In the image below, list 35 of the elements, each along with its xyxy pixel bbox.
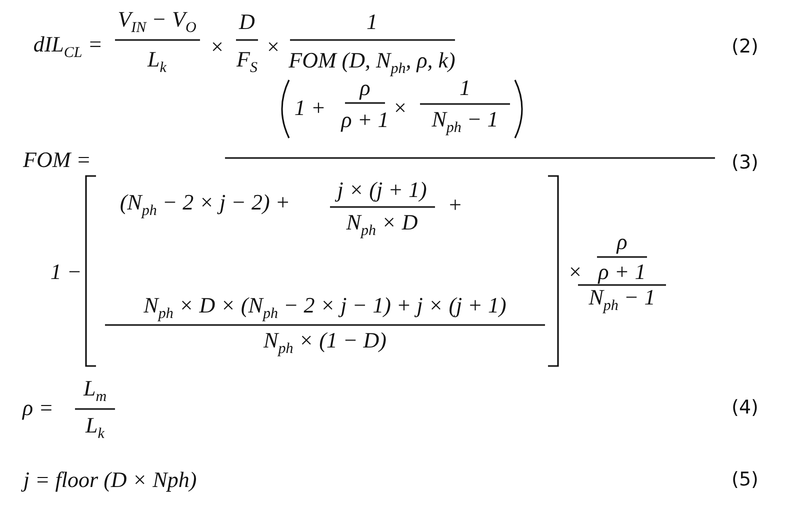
equation-term: ρ + 1 <box>598 260 646 284</box>
equation-term: × <box>392 96 408 120</box>
equation-term: V$_{IN}$ − V$_{O}$ <box>118 8 196 36</box>
equation-term: ρ = <box>22 396 54 420</box>
equation-term: N$_{ph}$ − 1 <box>588 286 656 314</box>
equation-number: (4) <box>732 398 758 418</box>
equation-term: 1 + <box>294 96 326 120</box>
equation-term: × <box>568 260 582 284</box>
equation-term: L$_{k}$ <box>148 48 166 76</box>
equation-term: ρ <box>360 76 370 100</box>
equation-term: FOM = <box>23 148 91 172</box>
equation-number: (5) <box>732 470 758 490</box>
equation-term: L$_{k}$ <box>86 414 104 442</box>
equation-term: dIL$_{CL}$ = <box>33 32 103 62</box>
equation-term: L$_{m}$ <box>83 376 107 406</box>
equation-term: × <box>210 34 224 60</box>
equation-term: × <box>266 34 280 60</box>
equation-term: N$_{ph}$ − 1 <box>432 108 498 136</box>
equation-term: N$_{ph}$ × (1 − D) <box>264 328 386 358</box>
equation-term: D <box>239 10 255 34</box>
equation-term: ρ <box>616 230 628 254</box>
equation-term: j × (j + 1) <box>337 178 427 202</box>
equation-number: (2) <box>732 36 758 58</box>
equation-number: (3) <box>732 152 758 174</box>
equation-term: ρ + 1 <box>341 108 389 132</box>
equation-term: 1 − <box>50 260 82 284</box>
equation-term: N$_{ph}$ × D <box>346 210 418 240</box>
equation-term: 1 <box>460 76 470 100</box>
equation-term: (N$_{ph}$ − 2 × j − 2) + <box>120 190 290 220</box>
equation-term: N$_{ph}$ × D × (N$_{ph}$ − 2 × j − 1) + j × (j + 1) <box>144 294 506 322</box>
equation-term: j = floor (D × Nph) <box>23 468 197 492</box>
equation-term: + <box>448 192 462 218</box>
equation-term: 1 <box>366 10 378 34</box>
equation-term: F$_{S}$ <box>236 48 258 76</box>
equation-term: FOM (D, N$_{ph}$, ρ, k) <box>288 48 456 78</box>
